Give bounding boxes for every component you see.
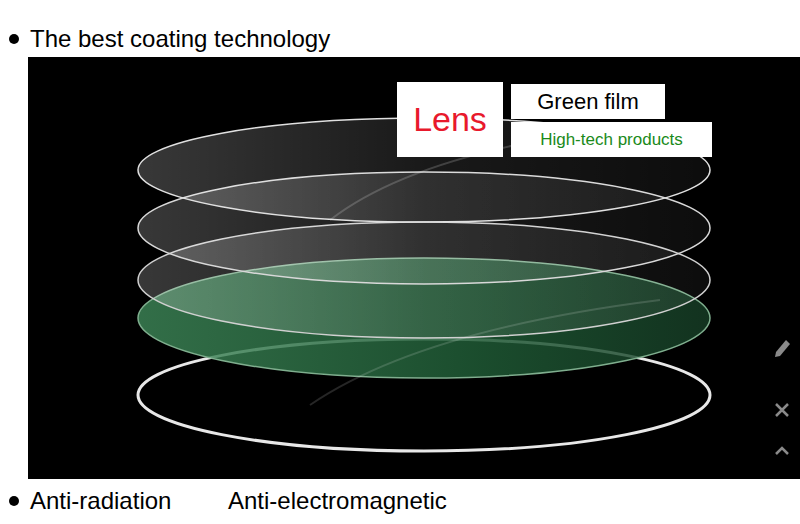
heading: The best coating technology [30, 25, 330, 53]
bullet [9, 34, 19, 44]
feature-text: Anti-electromagnetic [228, 487, 447, 515]
feature-text: Anti-radiation [30, 487, 171, 515]
close-icon [776, 404, 788, 416]
label-text: High-tech products [540, 130, 683, 150]
bullet [9, 496, 19, 506]
label-text: Lens [413, 100, 487, 139]
product-label-box: High-tech products [511, 122, 712, 157]
film-label-box: Green film [511, 84, 665, 119]
lens-label-box: Lens [397, 82, 503, 157]
label-text: Green film [537, 89, 638, 115]
pencil-icon [775, 340, 790, 357]
glare [310, 300, 660, 405]
black-panel [28, 57, 800, 479]
caret-icon [776, 448, 788, 454]
